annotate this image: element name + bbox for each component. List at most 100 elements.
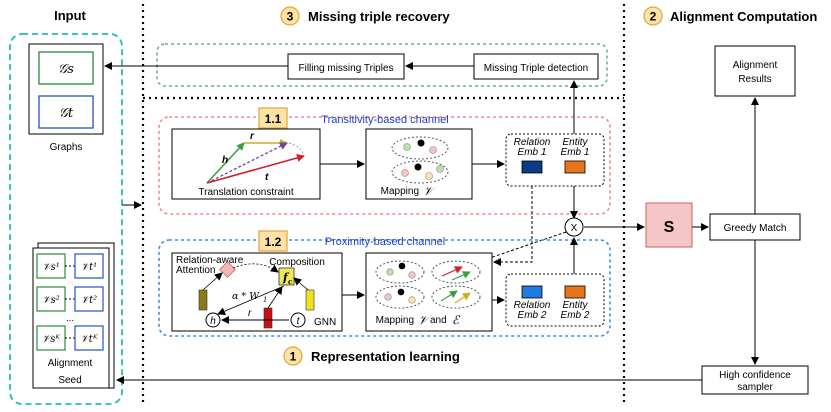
representation-header: Representation learning xyxy=(311,349,460,364)
proximity-badge xyxy=(258,230,288,252)
node xyxy=(417,139,425,147)
seed-source-2 xyxy=(36,286,66,312)
node xyxy=(436,165,444,173)
node xyxy=(414,163,422,171)
seed-source-k xyxy=(36,325,66,351)
composition-fc-sub: c xyxy=(288,277,293,286)
proximity-panel xyxy=(158,239,611,337)
label-t: t xyxy=(265,172,269,183)
transitivity-badge-label: 1.1 xyxy=(265,112,282,126)
gnn-label: GNN xyxy=(314,317,336,328)
recovery-panel xyxy=(156,43,608,87)
representation-number: 1 xyxy=(290,350,297,364)
feature-bar-left xyxy=(198,289,208,311)
seed-target-1-label: 𝒱t¹ xyxy=(81,262,97,273)
feature-bar-right xyxy=(305,289,315,311)
arrow-bar-to-composition xyxy=(293,277,309,291)
node xyxy=(408,296,416,304)
alignment-header: Alignment Computation xyxy=(670,9,817,24)
sampler-box xyxy=(701,365,809,395)
mapping-ve-cluster-3 xyxy=(431,260,481,284)
proximity-badge-label: 1.2 xyxy=(265,235,282,249)
mapping-ve-and: and xyxy=(430,315,447,326)
seed-caption-2: Seed xyxy=(58,375,81,386)
node xyxy=(397,288,405,296)
seed-source-2-label: 𝒱s² xyxy=(42,295,59,306)
seed-target-k xyxy=(74,325,104,351)
multiply-label: X xyxy=(571,223,578,234)
relation-emb1-label-1: Relation xyxy=(514,137,551,148)
edge-arrow xyxy=(451,271,471,281)
results-label-2: Results xyxy=(738,74,771,85)
seed-target-2 xyxy=(74,286,104,312)
translation-label: Translation constraint xyxy=(198,187,293,198)
entity-emb2-swatch xyxy=(564,285,586,299)
composition-label: Composition xyxy=(269,257,325,268)
edge-arrow xyxy=(454,292,471,304)
mapping-ve-box xyxy=(365,252,493,332)
entity-emb2-label-1: Entity xyxy=(562,300,588,311)
attention-label-2: Attention xyxy=(176,265,215,276)
seed-source-1 xyxy=(36,253,66,279)
similarity-box xyxy=(645,202,693,248)
seed-source-k-label: 𝒱sᴷ xyxy=(42,334,61,345)
entity-emb1-label-2: Emb 1 xyxy=(561,147,590,158)
arrow-attention-to-composition xyxy=(232,263,279,273)
composition-box xyxy=(278,267,295,286)
node xyxy=(401,169,409,177)
translation-box xyxy=(171,128,321,200)
link-multiply-to-proximity xyxy=(477,231,567,263)
recovery-number-circle xyxy=(280,6,300,26)
greedy-label: Greedy Match xyxy=(724,223,787,234)
proximity-title: Proximity-based channel xyxy=(325,236,445,248)
node xyxy=(425,172,433,180)
arrow-relation-to-composition xyxy=(267,286,283,309)
mapping-ve-e: ℰ xyxy=(452,313,461,327)
seed-ellipsis: ... xyxy=(66,313,74,324)
alignment-number-circle xyxy=(643,6,663,26)
node xyxy=(429,146,437,154)
seed-target-k-label: 𝒱tᴷ xyxy=(80,334,98,345)
mapping-v-label: Mapping xyxy=(381,186,419,197)
mapping-ve-cluster-1 xyxy=(375,260,425,284)
edge-arrow xyxy=(440,290,458,302)
arrow-bar-to-attention xyxy=(202,272,223,291)
relation-emb2-label-2: Emb 2 xyxy=(518,310,547,321)
edge-arrow xyxy=(441,266,463,277)
filling-box xyxy=(287,53,405,80)
mapping-ve-cluster-4 xyxy=(431,285,481,309)
greedy-box xyxy=(709,213,801,241)
input-panel xyxy=(9,33,123,405)
node xyxy=(398,262,406,270)
input-header: Input xyxy=(54,8,86,23)
vector-h xyxy=(206,142,245,184)
target-graph-box xyxy=(38,95,94,129)
mapping-v-cluster-bottom xyxy=(391,160,449,184)
mapping-ve-label: Mapping xyxy=(376,315,414,326)
transitivity-badge xyxy=(258,107,288,129)
transitivity-title: Transitivity-based channel xyxy=(321,114,448,126)
detection-box xyxy=(473,53,599,80)
seed-target-1 xyxy=(74,253,104,279)
relation-emb2-swatch xyxy=(521,285,543,299)
mapping-v-cluster-top xyxy=(391,136,449,160)
mapping-ve-cluster-2 xyxy=(375,285,425,309)
translation-gap-arc xyxy=(288,142,304,155)
entity-emb2-label-2: Emb 2 xyxy=(561,310,590,321)
feature-bar-relation xyxy=(263,307,273,329)
relation-emb1-swatch xyxy=(521,160,543,174)
node xyxy=(384,293,392,301)
vector-t xyxy=(206,154,305,184)
attention-diamond xyxy=(219,261,236,278)
similarity-label: S xyxy=(664,219,675,236)
arrow-emb1-to-proximity xyxy=(493,186,533,266)
composition-fc: f xyxy=(282,271,290,284)
node-t-label: t xyxy=(297,316,301,327)
edge-r-label: r xyxy=(248,308,252,319)
alpha-weight: α * W xyxy=(232,291,260,302)
results-label-1: Alignment xyxy=(733,60,778,71)
entity-emb1-label-1: Entity xyxy=(562,137,588,148)
node xyxy=(408,271,416,279)
seed-caption-1: Alignment xyxy=(48,358,93,369)
